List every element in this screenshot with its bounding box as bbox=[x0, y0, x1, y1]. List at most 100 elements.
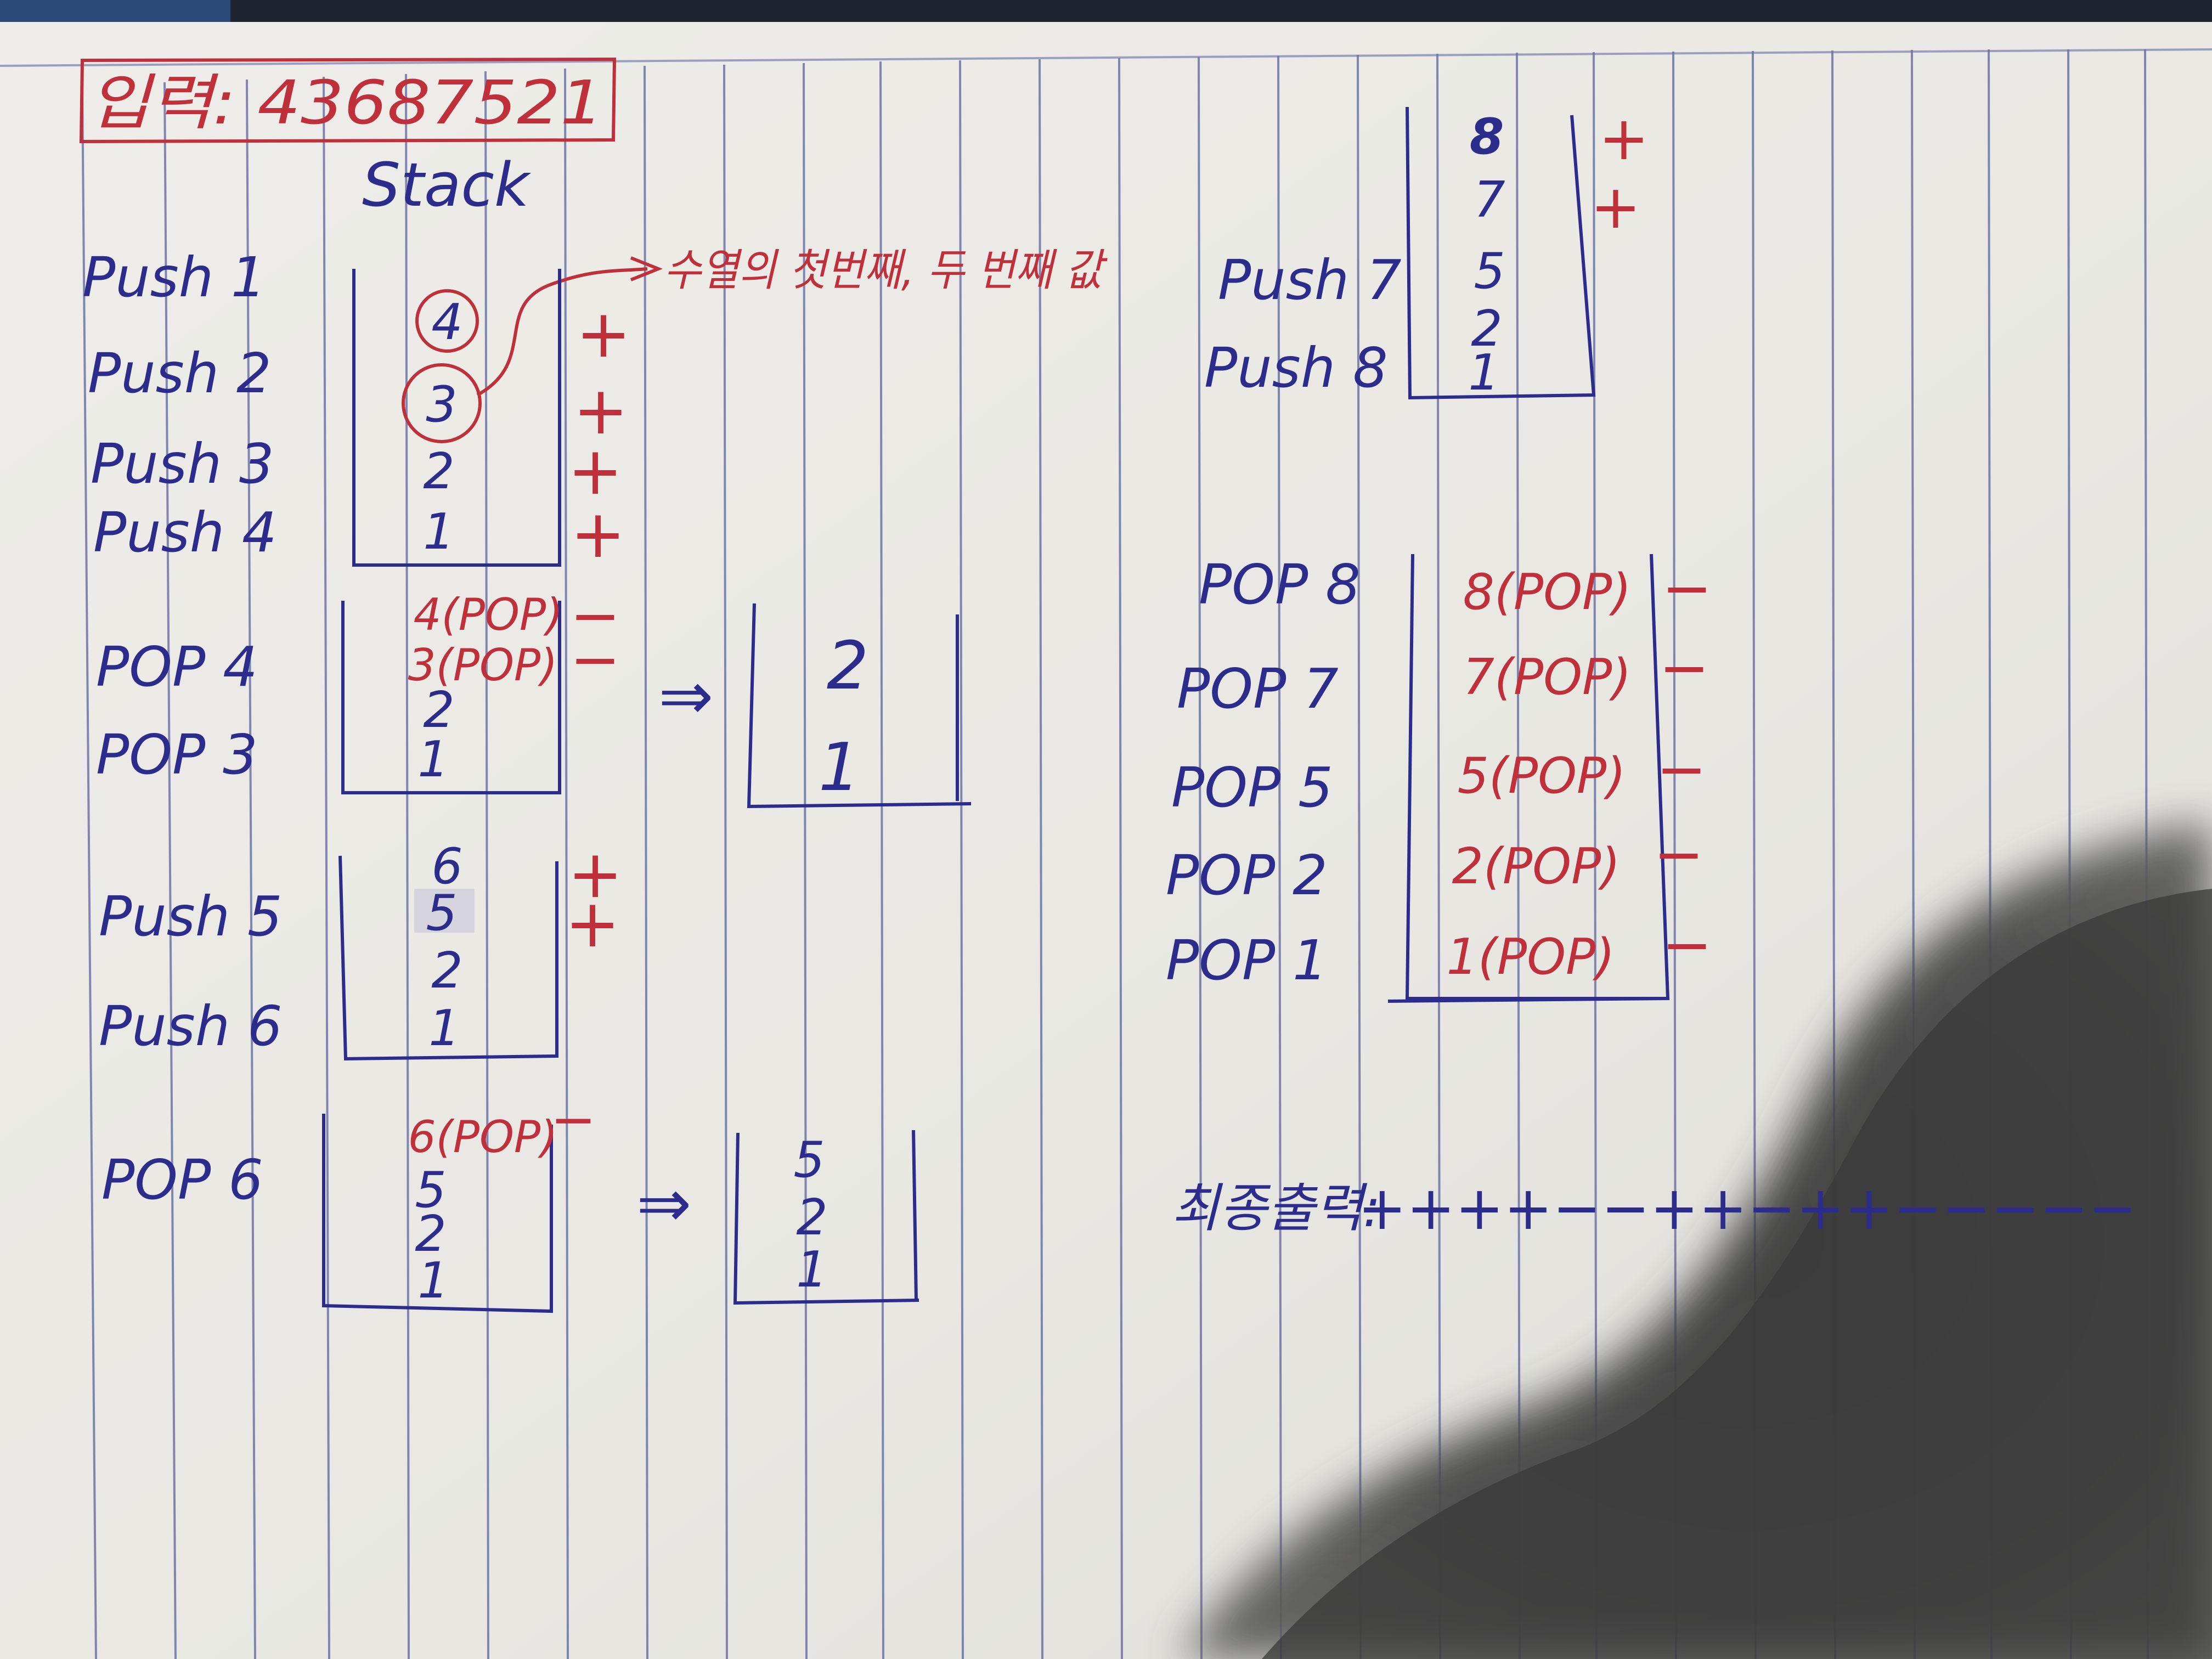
svg-text:6: 6 bbox=[431, 838, 462, 895]
section2-ops: POP 4 POP 3 bbox=[96, 635, 258, 787]
svg-text:2(POP): 2(POP) bbox=[1452, 838, 1621, 895]
svg-text:5(POP): 5(POP) bbox=[1458, 747, 1626, 805]
input-text: 입력: 43687521 bbox=[88, 67, 603, 138]
svg-text:7: 7 bbox=[1474, 171, 1505, 229]
svg-text:5: 5 bbox=[1474, 242, 1505, 300]
input-box bbox=[79, 57, 617, 144]
svg-text:−: − bbox=[570, 624, 620, 695]
section3-signs: + + bbox=[565, 837, 623, 962]
svg-text:−: − bbox=[1662, 910, 1712, 980]
svg-text:1: 1 bbox=[423, 503, 454, 561]
svg-text:Push 4: Push 4 bbox=[93, 500, 277, 565]
svg-text:+: + bbox=[571, 496, 626, 573]
section4-stack-box bbox=[322, 1114, 553, 1313]
svg-text:2: 2 bbox=[796, 1189, 827, 1246]
svg-text:+: + bbox=[565, 886, 620, 962]
svg-text:POP 3: POP 3 bbox=[96, 723, 258, 787]
annotation-text: 수열의 첫번째, 두 번째 값 bbox=[664, 245, 1108, 296]
svg-text:5: 5 bbox=[415, 1161, 446, 1219]
svg-text:Push 5: Push 5 bbox=[99, 884, 283, 949]
section6-stack: 8(POP) 7(POP) 5(POP) 2(POP) 1(POP) bbox=[1447, 563, 1632, 986]
section2-signs: − − bbox=[570, 580, 620, 695]
svg-text:4(POP): 4(POP) bbox=[414, 589, 563, 640]
svg-text:POP 1: POP 1 bbox=[1166, 928, 1328, 992]
svg-text:7(POP): 7(POP) bbox=[1463, 648, 1632, 706]
section6-ops: POP 8 POP 7 POP 5 POP 2 POP 1 bbox=[1166, 552, 1361, 992]
svg-text:+: + bbox=[1599, 103, 1649, 173]
section1-ops: Push 1 Push 2 Push 3 Push 4 bbox=[82, 245, 277, 565]
section2-result-box bbox=[747, 603, 972, 809]
section1-stack: 4 3 2 1 bbox=[423, 294, 462, 561]
section3-stack: 6 5 2 1 bbox=[426, 838, 462, 1057]
svg-text:+: + bbox=[568, 433, 623, 510]
section2-stack: 4(POP) 3(POP) 2 1 bbox=[408, 589, 563, 788]
svg-text:POP 5: POP 5 bbox=[1171, 755, 1333, 820]
section5-stack-box bbox=[1406, 106, 1596, 400]
section1-signs: + + + + bbox=[568, 296, 631, 573]
svg-text:Push 2: Push 2 bbox=[88, 341, 272, 405]
section4-ops: POP 6 bbox=[101, 1148, 263, 1212]
svg-text:POP 7: POP 7 bbox=[1177, 657, 1339, 721]
svg-text:3: 3 bbox=[426, 376, 457, 433]
annotation-arrow bbox=[476, 267, 648, 397]
section4-arrow: ⇒ bbox=[636, 1166, 692, 1242]
svg-text:1: 1 bbox=[796, 1241, 827, 1299]
svg-text:4: 4 bbox=[431, 294, 462, 351]
section2-result-stack: 2 1 bbox=[819, 628, 868, 806]
section4-signs: − bbox=[550, 1087, 596, 1152]
svg-text:Push 3: Push 3 bbox=[91, 432, 274, 496]
svg-text:−: − bbox=[1656, 734, 1707, 804]
section5-ops: Push 7 Push 8 bbox=[1204, 248, 1402, 400]
svg-text:3(POP): 3(POP) bbox=[408, 640, 558, 691]
svg-text:2: 2 bbox=[423, 681, 454, 739]
section2-stack-box bbox=[341, 601, 561, 794]
svg-text:Push 7: Push 7 bbox=[1218, 248, 1402, 312]
section6-signs: − − − − − bbox=[1654, 553, 1712, 980]
stack-title: Stack bbox=[362, 150, 532, 220]
svg-text:1: 1 bbox=[417, 731, 449, 788]
svg-text:6(POP): 6(POP) bbox=[408, 1111, 558, 1163]
svg-text:2: 2 bbox=[827, 628, 868, 704]
svg-text:Push 1: Push 1 bbox=[82, 245, 266, 309]
svg-text:2: 2 bbox=[415, 1205, 446, 1263]
svg-text:Push 6: Push 6 bbox=[99, 994, 283, 1058]
svg-text:8(POP): 8(POP) bbox=[1463, 563, 1632, 621]
section5-stack: 8 7 5 2 1 bbox=[1468, 108, 1505, 402]
svg-text:+: + bbox=[573, 373, 629, 449]
svg-text:1: 1 bbox=[1468, 344, 1499, 402]
section4-result-box bbox=[733, 1130, 919, 1305]
svg-text:5: 5 bbox=[426, 884, 457, 942]
final-output-label: 최종출력: bbox=[1171, 1178, 1381, 1239]
svg-text:POP 4: POP 4 bbox=[96, 635, 258, 699]
svg-text:Push 8: Push 8 bbox=[1204, 336, 1388, 400]
svg-text:−: − bbox=[570, 580, 620, 651]
svg-text:1: 1 bbox=[819, 730, 860, 806]
svg-text:8: 8 bbox=[1470, 108, 1504, 166]
svg-text:5: 5 bbox=[793, 1131, 825, 1189]
svg-text:2: 2 bbox=[431, 942, 462, 1000]
svg-text:+: + bbox=[568, 837, 623, 913]
svg-text:−: − bbox=[1662, 553, 1712, 623]
svg-text:−: − bbox=[1654, 819, 1704, 889]
section6-stack-box bbox=[1387, 554, 1670, 1003]
svg-text:POP 6: POP 6 bbox=[101, 1148, 263, 1212]
svg-text:+: + bbox=[1590, 172, 1641, 242]
svg-text:+: + bbox=[576, 296, 631, 373]
svg-text:1: 1 bbox=[417, 1252, 449, 1310]
section5-signs: + + bbox=[1590, 103, 1649, 242]
section4-result-stack: 5 2 1 bbox=[793, 1131, 827, 1299]
svg-text:1: 1 bbox=[428, 1000, 460, 1057]
svg-text:2: 2 bbox=[423, 443, 454, 500]
section3-stack-box bbox=[338, 855, 558, 1061]
section3-ops: Push 5 Push 6 bbox=[99, 884, 283, 1058]
svg-text:1(POP): 1(POP) bbox=[1447, 928, 1615, 986]
svg-text:POP 2: POP 2 bbox=[1166, 843, 1328, 907]
svg-text:−: − bbox=[550, 1087, 596, 1152]
svg-text:POP 8: POP 8 bbox=[1199, 552, 1361, 617]
section2-arrow: ⇒ bbox=[658, 658, 714, 735]
final-output-value: ++++−−++−++−−−−− bbox=[1358, 1173, 2137, 1243]
section1-stack-box bbox=[352, 269, 561, 567]
section4-stack: 6(POP) 5 2 1 bbox=[408, 1111, 558, 1310]
svg-text:−: − bbox=[1659, 633, 1709, 703]
